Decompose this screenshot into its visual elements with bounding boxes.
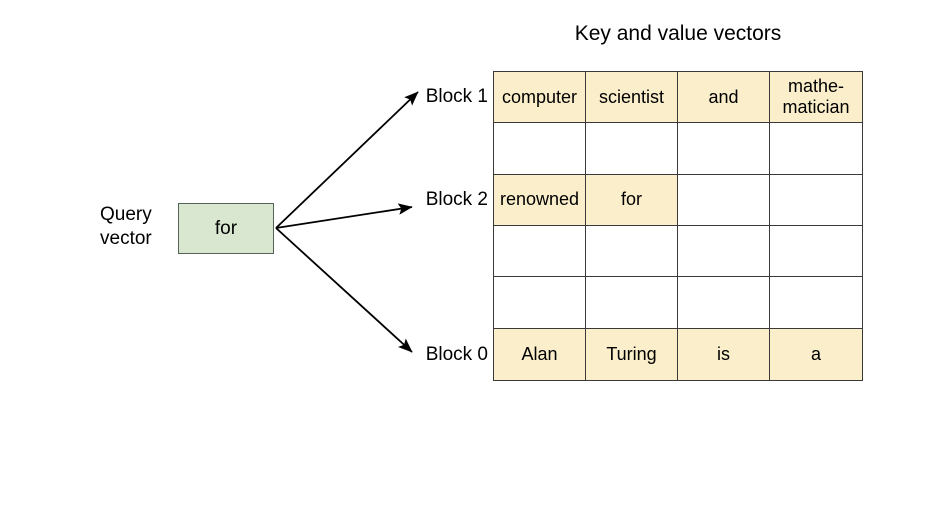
query-vector-label: Query vector [100,203,176,251]
arrow-to-block-0 [275,227,413,353]
grid-cell-r0-c2[interactable]: and [678,72,770,124]
query-vector-box[interactable]: for [178,203,274,254]
grid-cell-r1-c1[interactable] [586,123,678,175]
grid-cell-text: for [620,189,642,210]
grid-cell-r0-c0[interactable]: computer [494,72,586,124]
grid-cell-r3-c1[interactable] [586,225,678,278]
grid-cell-r2-c2[interactable] [678,174,770,226]
query-vector-label-line2: vector [100,228,152,249]
grid-cell-r4-c3[interactable] [770,277,862,329]
grid-cell-text: is [717,343,730,364]
grid-cell-r5-c3[interactable]: a [770,328,862,380]
block-label-block-1: Block 1 [425,85,488,107]
grid-cell-r3-c2[interactable] [678,225,770,278]
grid-cell-r3-c0[interactable] [494,225,586,278]
grid-cell-r0-c1[interactable]: scientist [586,72,678,124]
grid-cell-r2-c1[interactable]: for [586,174,678,226]
grid-cell-r4-c0[interactable] [494,277,586,329]
grid-cell-r3-c3[interactable] [770,225,862,278]
grid-cell-r5-c2[interactable]: is [678,328,770,380]
grid-cell-text: renowned [499,189,580,210]
query-vector-token: for [214,217,238,239]
arrow-to-block-2 [275,203,413,229]
grid-cell-text: a [810,343,821,364]
grid-cell-r1-c3[interactable] [770,123,862,175]
grid-cell-r5-c1[interactable]: Turing [586,328,678,380]
grid-cell-text: Alan [521,343,558,364]
grid-cell-r0-c3[interactable]: mathe- matician [770,72,862,124]
query-vector-label-line1: Query [100,204,152,225]
grid-cell-r4-c2[interactable] [678,277,770,329]
block-label-block-2: Block 2 [425,189,488,211]
arrow-to-block-1 [275,91,419,229]
grid-cell-text: mathe- matician [782,76,850,118]
key-value-grid: computer scientist and mathe- matician renow… [493,71,863,381]
grid-cell-r5-c0[interactable]: Alan [494,328,586,380]
block-label-block-0: Block 0 [425,344,488,366]
grid-cell-r4-c1[interactable] [586,277,678,329]
grid-cell-r1-c2[interactable] [678,123,770,175]
grid-cell-text: scientist [598,86,665,107]
diagram-title: Key and value vectors [574,22,782,45]
grid-cell-r1-c0[interactable] [494,123,586,175]
grid-cell-text: Turing [606,343,657,364]
grid-cell-r2-c3[interactable] [770,174,862,226]
grid-cell-text: and [708,86,739,107]
grid-cell-text: computer [501,86,578,107]
grid-cell-r2-c0[interactable]: renowned [494,174,586,226]
